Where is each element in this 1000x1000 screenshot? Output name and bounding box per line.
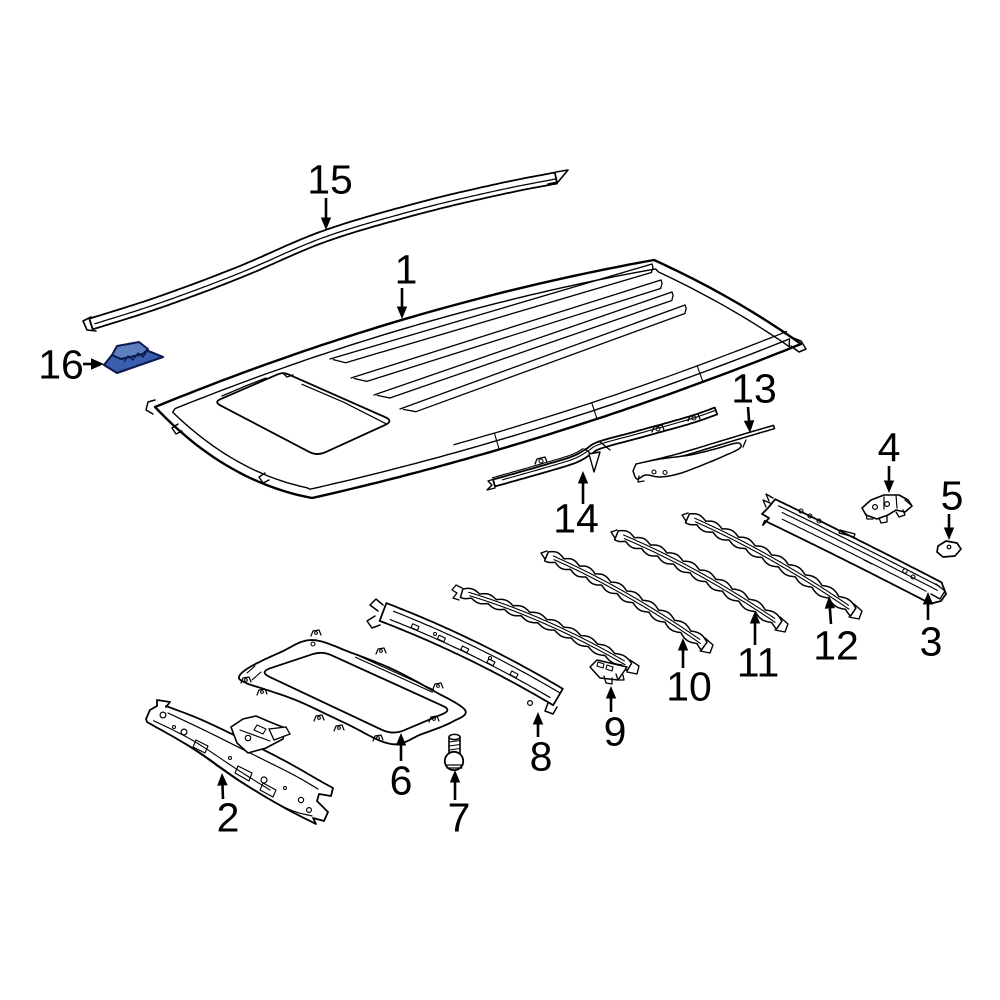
svg-text:16: 16 [38, 342, 84, 388]
svg-text:6: 6 [390, 758, 413, 804]
svg-text:3: 3 [920, 619, 943, 665]
svg-text:7: 7 [448, 795, 471, 841]
svg-text:1: 1 [395, 247, 418, 293]
svg-text:12: 12 [813, 623, 859, 669]
svg-text:4: 4 [878, 425, 901, 471]
svg-text:10: 10 [666, 664, 712, 710]
svg-text:14: 14 [553, 496, 599, 542]
svg-text:8: 8 [530, 734, 553, 780]
svg-text:11: 11 [737, 640, 780, 686]
svg-text:15: 15 [307, 157, 353, 203]
svg-text:13: 13 [731, 366, 777, 412]
svg-text:2: 2 [217, 795, 240, 841]
svg-text:9: 9 [604, 709, 627, 755]
svg-text:5: 5 [941, 473, 964, 519]
